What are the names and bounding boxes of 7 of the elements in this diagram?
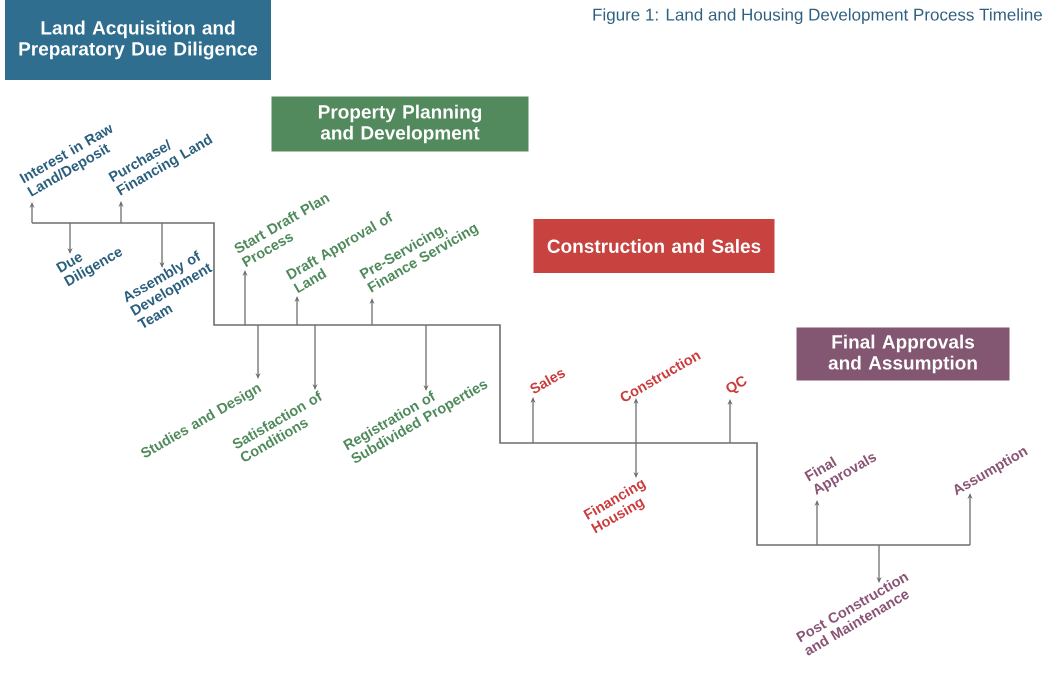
phase-box: Final Approvals and Assumption: [796, 327, 1010, 381]
phase-box: Land Acquisition and Preparatory Due Diligence: [5, 0, 271, 80]
phase-box: Property Planning and Development: [271, 96, 529, 152]
figure-title: Figure 1: Land and Housing Development Process Timeline: [593, 8, 1042, 25]
milestone-label: Sales: [530, 370, 566, 394]
phase-box: Construction and Sales: [533, 219, 775, 273]
milestone-label: QC: [726, 376, 747, 394]
